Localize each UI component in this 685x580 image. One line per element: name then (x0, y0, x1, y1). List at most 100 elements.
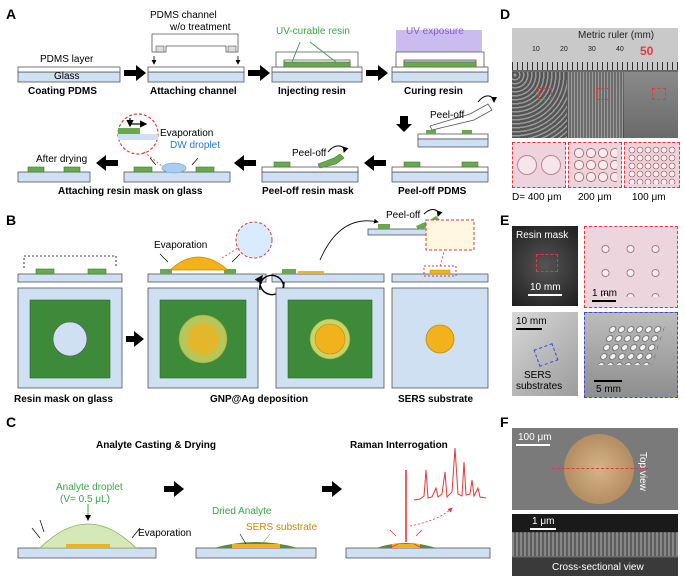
analyte-volume-label: (V= 0.5 μL) (60, 494, 110, 505)
scale-bar-10mm-a (528, 294, 562, 296)
top-view-label: Top view (637, 452, 648, 491)
cross-section-photo (512, 514, 678, 576)
after-drying-label: After drying (36, 154, 88, 165)
arrow-a6 (234, 155, 256, 171)
ruler-tick-30: 30 (588, 46, 596, 53)
step-resin-mask-on-glass: Resin mask on glass (14, 394, 113, 405)
step-peel-pdms: Peel-off PDMS (398, 186, 467, 197)
ruler-photo (512, 28, 678, 138)
resin-mask-zoom (584, 226, 678, 308)
peel-off-label-1: Peel-off (430, 110, 465, 121)
d100-zoom (624, 142, 680, 188)
step-curing-resin: Curing resin (404, 86, 463, 97)
pdms-layer-label: PDMS layer (40, 54, 94, 65)
d100-select-box (652, 88, 666, 100)
panel-label-a: A (6, 6, 17, 22)
d200-select-box (596, 88, 610, 100)
ruler-tick-40: 40 (616, 46, 624, 53)
attaching-channel-slide (147, 33, 245, 83)
scale-100um: 100 μm (518, 432, 552, 443)
pdms-channel-label: PDMS channel (150, 10, 217, 21)
panel-label-b: B (6, 212, 17, 228)
peel-resin-mask-slide (261, 145, 359, 183)
arrow-a2 (248, 65, 270, 81)
evaporation-label-a: Evaporation (160, 128, 214, 139)
raman-spectrum (413, 447, 487, 501)
uv-resin-label: UV-curable resin (276, 26, 350, 37)
scale-1um: 1 μm (532, 516, 555, 527)
arrow-a1 (124, 65, 146, 81)
ruler-tick-20: 20 (560, 46, 568, 53)
sers-substrate-photo (512, 312, 578, 396)
arrow-a7 (96, 155, 118, 171)
step-coating-pdms: Coating PDMS (28, 86, 97, 97)
resin-mask-photo (512, 226, 578, 306)
arrow-a5 (364, 155, 386, 171)
d400-label: D= 400 μm (512, 192, 562, 203)
injecting-resin-slide (271, 41, 363, 83)
peel-pdms-result-slide (391, 161, 489, 183)
scale-bar-100um (516, 444, 550, 446)
panel-c-drawing (17, 447, 491, 559)
sers-substrate-label: SERS substrate (246, 522, 318, 533)
sers-label-1: SERS (524, 370, 552, 381)
dw-droplet-label: DW droplet (170, 140, 221, 151)
d400-select-box (538, 88, 552, 100)
arrow-c2 (322, 481, 342, 497)
after-drying-slide (17, 166, 91, 183)
peel-off-label-b: Peel-off (386, 210, 421, 221)
scale-bar-1um (530, 528, 556, 530)
d200-zoom (568, 142, 622, 188)
raman-title: Raman Interrogation (350, 440, 448, 451)
step-injecting-resin: Injecting resin (278, 86, 346, 97)
sers-zoom (584, 312, 678, 398)
panel-label-c: C (6, 414, 17, 430)
resin-mask-select-box (536, 254, 558, 272)
evaporation-label-c: Evaporation (138, 528, 192, 539)
uv-exposure-label: UV exposure (406, 26, 464, 37)
step-sers-substrate: SERS substrate (398, 394, 474, 405)
d400-zoom (512, 142, 566, 188)
panel-b-top-row (17, 209, 489, 283)
panel-b-squares (17, 287, 489, 389)
step-gnp-deposition: GNP@Ag deposition (210, 394, 309, 405)
d100-label: 100 μm (632, 192, 666, 203)
scale-5mm: 5 mm (596, 384, 621, 395)
resin-mask-label: Resin mask (516, 230, 569, 241)
arrow-a4 (396, 116, 412, 132)
step-attaching-mask: Attaching resin mask on glass (58, 186, 203, 197)
ruler-tick-10: 10 (532, 46, 540, 53)
panel-label-e: E (500, 212, 510, 228)
scale-bar-10mm-b (516, 328, 542, 330)
analyte-droplet-label: Analyte droplet (56, 482, 123, 493)
glass-label: Glass (54, 71, 80, 82)
arrow-c1 (164, 481, 184, 497)
peel-off-label-2: Peel-off (292, 148, 327, 159)
scale-bar-1mm (592, 300, 616, 302)
curing-resin-slide (391, 30, 489, 83)
ruler-tick-50: 50 (640, 44, 654, 58)
evaporation-label-b: Evaporation (154, 240, 208, 251)
cross-section-label: Cross-sectional view (552, 562, 644, 573)
d200-label: 200 μm (578, 192, 612, 203)
scale-10mm-a: 10 mm (530, 282, 561, 293)
step-peel-resin-mask: Peel-off resin mask (262, 186, 354, 197)
peel-pdms-slide (417, 95, 497, 148)
panel-label-f: F (500, 414, 509, 430)
panel-label-d: D (500, 6, 511, 22)
pdms-channel-label-2: w/o treatment (170, 22, 231, 33)
scale-bar-5mm (594, 380, 622, 382)
dried-analyte-label: Dried Analyte (212, 506, 272, 517)
coating-pdms-slide (17, 66, 121, 83)
analyte-casting-title: Analyte Casting & Drying (96, 440, 217, 451)
arrow-a3 (366, 65, 388, 81)
top-view-photo (512, 428, 678, 510)
step-attaching-channel: Attaching channel (150, 86, 237, 97)
scale-1mm: 1 mm (592, 288, 617, 299)
attaching-mask-slide (117, 113, 231, 183)
scale-10mm-b: 10 mm (516, 316, 547, 327)
sers-label-2: substrates (516, 381, 563, 392)
ruler-title: Metric ruler (mm) (578, 30, 655, 41)
arrow-b1 (126, 331, 144, 347)
